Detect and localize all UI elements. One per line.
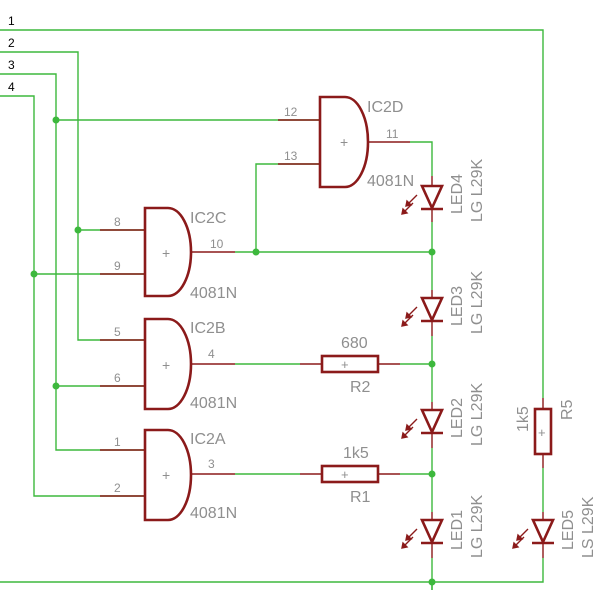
ic2c-pin-10: 10 (210, 237, 224, 251)
wires (0, 29, 544, 590)
ic2c-pin-8: 8 (114, 215, 121, 229)
ic2c-pin-9: 9 (114, 259, 121, 273)
junction-dot (30, 270, 38, 278)
ic2a-value: 4081N (190, 505, 237, 522)
junction-dot (52, 382, 60, 390)
bottom-net-wire (0, 558, 544, 590)
junction-dot (252, 248, 260, 256)
svg-text:+: + (162, 245, 170, 261)
net-label-4: 4 (8, 80, 15, 94)
led-led3: LED3 LG L29K (401, 271, 486, 336)
and-gate-ic2d: + 12 13 11 IC2D 4081N (278, 95, 414, 190)
led-led1: LED1 LG L29K (401, 495, 486, 558)
net-2-wire (0, 51, 145, 341)
led2-value: LG L29K (469, 383, 486, 446)
r5-name: R5 (559, 399, 576, 420)
resistor-r2: + 680 R2 (300, 335, 400, 396)
led3-value: LG L29K (469, 271, 486, 334)
ic2d-name: IC2D (367, 99, 403, 116)
resistor-r1: + 1k5 R1 (300, 445, 400, 506)
net-label-1: 1 (8, 14, 15, 28)
ic2b-pin-5: 5 (114, 325, 121, 339)
led4-name: LED4 (449, 174, 466, 214)
junction-dot (74, 226, 82, 234)
r1-name: R1 (350, 489, 371, 506)
led-led2: LED2 LG L29K (401, 383, 486, 448)
ic2c-name: IC2C (190, 210, 226, 227)
ic2d-out-wire (410, 141, 433, 176)
junction-dot (52, 116, 60, 124)
led3-name: LED3 (449, 286, 466, 326)
ic2a-pin-2: 2 (114, 481, 121, 495)
and-gate-ic2a: + 1 2 3 IC2A 4081N (100, 428, 237, 522)
led5-value: LS L29K (580, 496, 597, 558)
svg-text:+: + (538, 425, 546, 440)
r2-value: 680 (341, 335, 368, 352)
led4-value: LG L29K (469, 159, 486, 222)
r1-value: 1k5 (343, 445, 369, 462)
led-led4: LED4 LG L29K (401, 159, 486, 222)
net-4-wire (0, 95, 145, 497)
ic2d-in13-wire (255, 163, 320, 252)
ic2b-pin-4: 4 (208, 347, 215, 361)
ic2b-value: 4081N (190, 395, 237, 412)
svg-text:+: + (341, 357, 349, 372)
net-label-2: 2 (8, 36, 15, 50)
ic2d-value: 4081N (367, 173, 414, 190)
ic2d-pin-11: 11 (386, 127, 399, 141)
junction-dot (428, 248, 436, 256)
junction-dot (428, 470, 436, 478)
resistor-r5: + 1k5 R5 (515, 398, 576, 468)
svg-text:+: + (341, 467, 349, 482)
net-1-wire (0, 29, 544, 398)
r5-value: 1k5 (515, 406, 532, 432)
ic2a-name: IC2A (190, 431, 226, 448)
led2-name: LED2 (449, 398, 466, 438)
ic2b-pin-6: 6 (114, 371, 121, 385)
ic2d-pin-12: 12 (284, 105, 298, 119)
junctions (30, 116, 436, 586)
net-label-3: 3 (8, 58, 15, 72)
net-labels: 1 2 3 4 (8, 14, 15, 94)
svg-text:+: + (162, 357, 170, 373)
ic2a-pin-3: 3 (208, 457, 215, 471)
ic2b-name: IC2B (190, 320, 226, 337)
led1-value: LG L29K (469, 495, 486, 558)
led5-name: LED5 (560, 510, 577, 550)
junction-dot (428, 360, 436, 368)
svg-text:+: + (340, 134, 348, 150)
ic2d-pin-13: 13 (284, 149, 298, 163)
and-gate-ic2b: + 5 6 4 IC2B 4081N (100, 317, 237, 412)
svg-text:+: + (162, 467, 170, 483)
r2-name: R2 (350, 379, 371, 396)
led-led5: LED5 LS L29K (512, 496, 597, 558)
ic2a-pin-1: 1 (114, 435, 121, 449)
net-3-wire (0, 73, 145, 451)
ic2c-value: 4081N (190, 285, 237, 302)
and-gate-ic2c: + 8 9 10 IC2C 4081N (100, 206, 237, 302)
led1-name: LED1 (449, 510, 466, 550)
junction-dot (428, 578, 436, 586)
